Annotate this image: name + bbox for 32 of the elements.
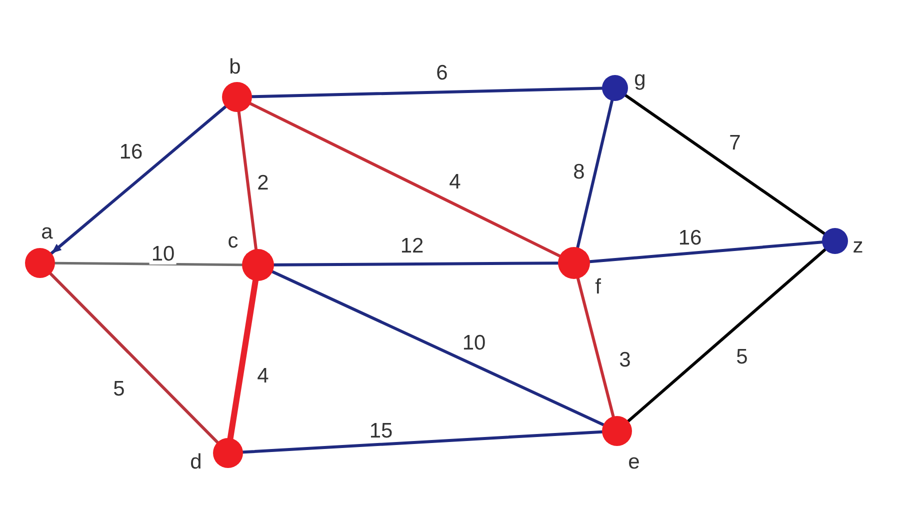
- edge-line: [49, 272, 219, 444]
- edge-line: [227, 278, 258, 442]
- vertex-label: c: [228, 230, 238, 252]
- vertex-label: a: [41, 222, 53, 242]
- vertex-label: d: [190, 452, 202, 472]
- vertex-dot: [222, 82, 252, 112]
- vertex-dot: [213, 438, 243, 468]
- vertex-dot: [602, 416, 632, 446]
- arrow: [50, 105, 228, 255]
- edge-line: [248, 102, 562, 258]
- edge-line: [576, 99, 614, 249]
- vertex-label: e: [628, 452, 640, 472]
- vertex-dot: [822, 228, 848, 254]
- edge-line: [241, 430, 604, 454]
- edge-line: [624, 94, 826, 236]
- vertex-dot: [558, 247, 590, 279]
- vertex-label: z: [852, 236, 864, 256]
- edge-line: [237, 110, 258, 251]
- vertex-label: b: [229, 56, 241, 78]
- edge-line: [626, 248, 827, 423]
- edge-weight-label: 10: [149, 244, 177, 264]
- edge-line: [54, 262, 244, 266]
- vertex-dot: [242, 249, 274, 281]
- vertex-label: g: [634, 68, 646, 90]
- vertex-dot: [602, 75, 628, 101]
- edge-line: [272, 262, 560, 266]
- vertex-dot: [25, 248, 55, 278]
- edge-line: [271, 270, 605, 426]
- edge-line: [576, 277, 615, 418]
- edge-line: [588, 240, 824, 264]
- edge-line: [250, 86, 604, 98]
- vertex-label: f: [595, 276, 601, 298]
